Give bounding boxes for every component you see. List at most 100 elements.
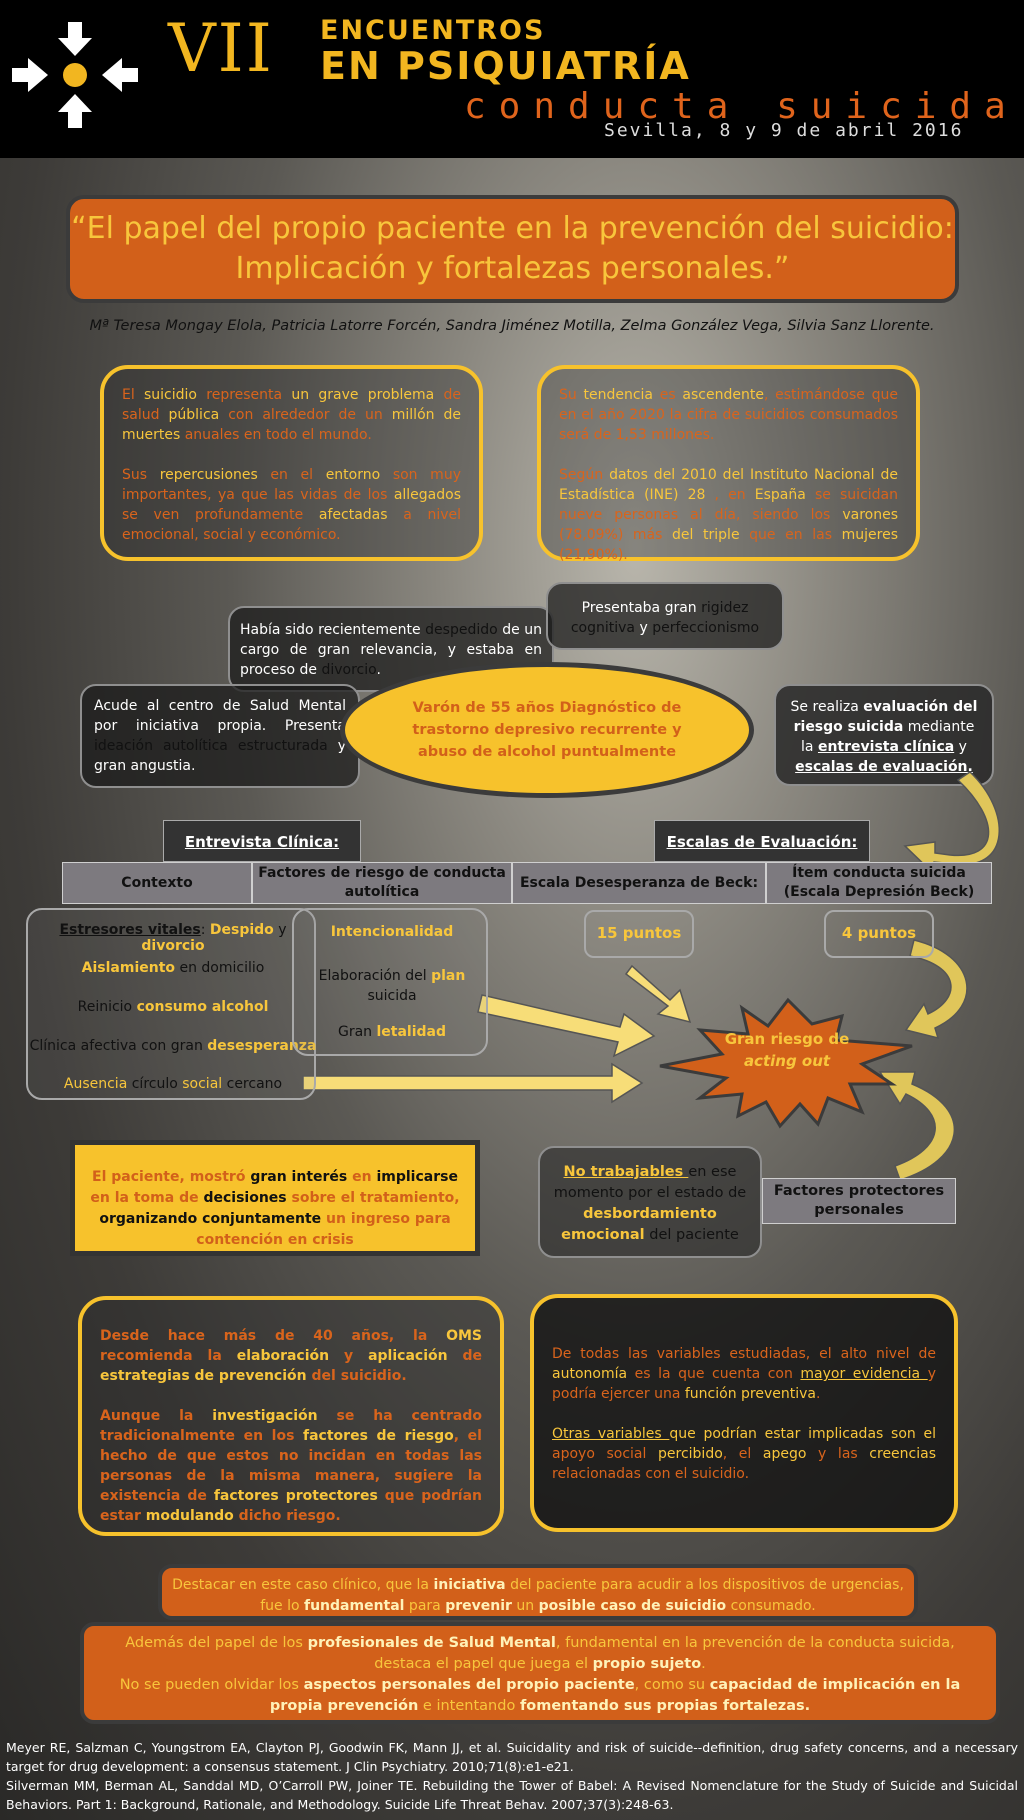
text-run: propio sujeto (592, 1656, 702, 1672)
factores-protectores-label: Factores protectores personales (762, 1178, 956, 1224)
evaluacion-box: Se realiza evaluación del riesgo suicida… (774, 684, 994, 786)
text-run: recomienda la (100, 1348, 237, 1364)
gran-riesgo-line2: acting out (743, 1052, 831, 1070)
text-run: y (329, 1348, 369, 1364)
text-run: varones (842, 507, 898, 523)
plan-post: suicida (367, 988, 417, 1004)
text-run: organizando conjuntamente (99, 1211, 322, 1227)
patient-ellipse: Varón de 55 años Diagnóstico de trastorn… (340, 662, 754, 798)
text-run: , el hecho de que estos no incidan en to… (100, 1428, 482, 1504)
text-run: Acude al centro de Salud Mental por inic… (94, 698, 346, 734)
gran-riesgo-label: Gran riesgo de acting out (712, 1028, 862, 1072)
text-run: y gran angustia. (94, 738, 346, 774)
text-run: mayor evidencia (800, 1366, 928, 1382)
header-contexto: Contexto (62, 862, 252, 904)
text-run: para (404, 1598, 446, 1614)
text-run: representa (197, 387, 292, 403)
header-subtitle: conducta suicida (464, 86, 1019, 127)
variables-box: De todas las variables estudiadas, el al… (530, 1294, 958, 1532)
contexto-box: Estresores vitales: Despido y divorcio A… (26, 908, 316, 1100)
text-run: se suicidan nueve personas al día, siend… (559, 487, 898, 523)
header-line1: ENCUENTROS (320, 15, 546, 46)
text-run: que en las (739, 527, 842, 543)
text-run: profesionales de Salud Mental (307, 1635, 556, 1651)
evaluacion-escalas: escalas de evaluación. (795, 759, 973, 775)
contexto-ausencia: Ausencia círculo social cercano (28, 1076, 318, 1092)
text-run: No se pueden olvidar los (119, 1677, 304, 1693)
text-run: de un cargo de gran relevancia, y estaba… (240, 622, 542, 678)
text-run: datos del 2010 del Instituto Nacional de… (559, 467, 898, 503)
ausencia-cercano: cercano (222, 1076, 283, 1092)
text-run: con alrededor de un (219, 407, 392, 423)
text-run: , como su (634, 1677, 710, 1693)
text-run: son muy importantes, ya que las vidas de… (122, 467, 461, 503)
no-trabajables-title: No trabajables (563, 1164, 689, 1180)
oms-box: Desde hace más de 40 años, la OMS recomi… (78, 1296, 504, 1536)
text-run: estrategias de prevención (100, 1368, 307, 1384)
text-run: prevenir (445, 1598, 512, 1614)
text-run: y (635, 620, 653, 636)
estresores-y: y (273, 922, 287, 938)
text-run: apego (762, 1446, 807, 1462)
factores-box: Intencionalidad Elaboración del plan sui… (292, 908, 488, 1056)
text-run: elaboración (236, 1348, 330, 1364)
text-run: relacionadas con el suicidio. (552, 1466, 750, 1482)
text-run: allegados (393, 487, 461, 503)
evaluacion-text-y: y (954, 739, 967, 755)
text-run: es la que cuenta con (627, 1366, 801, 1382)
ausencia-social: social (182, 1076, 223, 1092)
gran-riesgo-line1: Gran riesgo de (724, 1030, 850, 1048)
variables-p2: Otras variables que podrían estar implic… (552, 1424, 936, 1484)
text-run: anuales en todo el mundo. (180, 427, 372, 443)
arrow-item-riesgo (904, 939, 968, 1040)
header-banner: VII ENCUENTROS EN PSIQUIATRÍA conducta s… (0, 0, 1024, 158)
estresores-title: Estresores vitales (59, 922, 201, 938)
plan-word: plan (431, 968, 466, 984)
text-run: divorcio (321, 662, 377, 678)
text-run: mostró (189, 1169, 251, 1185)
ademas-box: Además del papel de los profesionales de… (80, 1622, 1000, 1724)
plan-pre: Elaboración del (318, 968, 432, 984)
text-run: . (376, 662, 381, 678)
text-run: (78,09%) más (559, 527, 673, 543)
text-run: se ha centrado tradicionalmente en los (100, 1408, 483, 1444)
intro-left-box: El suicidio representa un grave problema… (100, 365, 483, 561)
text-run: despedido (425, 622, 498, 638)
header-beck: Escala Desesperanza de Beck: (512, 862, 766, 904)
clinica-pre: Clínica afectiva con gran (29, 1038, 208, 1054)
text-run: decisiones (203, 1190, 287, 1206)
text-run: El (122, 387, 144, 403)
arrows-logo-icon (12, 22, 138, 128)
text-run: consumado. (726, 1598, 816, 1614)
intro-right-p1: Su tendencia es ascendente, estimándose … (559, 385, 898, 445)
factor-intencionalidad: Intencionalidad (294, 924, 490, 940)
edition-number: VII (168, 10, 274, 87)
text-run: tendencia (583, 387, 654, 403)
no-trabajables-box: No trabajables en ese momento por el est… (538, 1146, 762, 1258)
reinicio-consumo: consumo alcohol (136, 999, 269, 1015)
text-run: del triple (672, 527, 740, 543)
intro-right-p2: Según datos del 2010 del Instituto Nacio… (559, 465, 898, 565)
header-line2: EN PSIQUIATRÍA (320, 44, 691, 88)
text-run: ascendente (682, 387, 764, 403)
evaluacion-text-mid: mediante la (801, 719, 975, 755)
text-run: . (701, 1656, 706, 1672)
text-run: se ven profundamente (122, 507, 319, 523)
text-run: en la toma de (90, 1190, 204, 1206)
text-run: entorno (325, 467, 381, 483)
text-run: un grave problema (291, 387, 435, 403)
ausencia-word: Ausencia (63, 1076, 128, 1092)
intro-right-box: Su tendencia es ascendente, estimándose … (537, 365, 920, 563)
text-run: El paciente, (92, 1169, 190, 1185)
header-date: Sevilla, 8 y 9 de abril 2016 (604, 120, 964, 141)
text-run: que podrían estar implicadas son el (669, 1426, 937, 1442)
oms-p1: Desde hace más de 40 años, la OMS recomi… (100, 1326, 482, 1386)
text-run: percibido (646, 1446, 723, 1462)
factor-plan: Elaboración del plan suicida (302, 966, 482, 1006)
contexto-clinica: Clínica afectiva con gran desesperanza (28, 1038, 318, 1054)
item-score: 4 puntos (824, 910, 934, 958)
header-factores: Factores de riesgo de conducta autolític… (252, 862, 512, 904)
text-run: sobre el tratamiento, (286, 1190, 460, 1206)
text-run: Aunque la (100, 1408, 213, 1424)
